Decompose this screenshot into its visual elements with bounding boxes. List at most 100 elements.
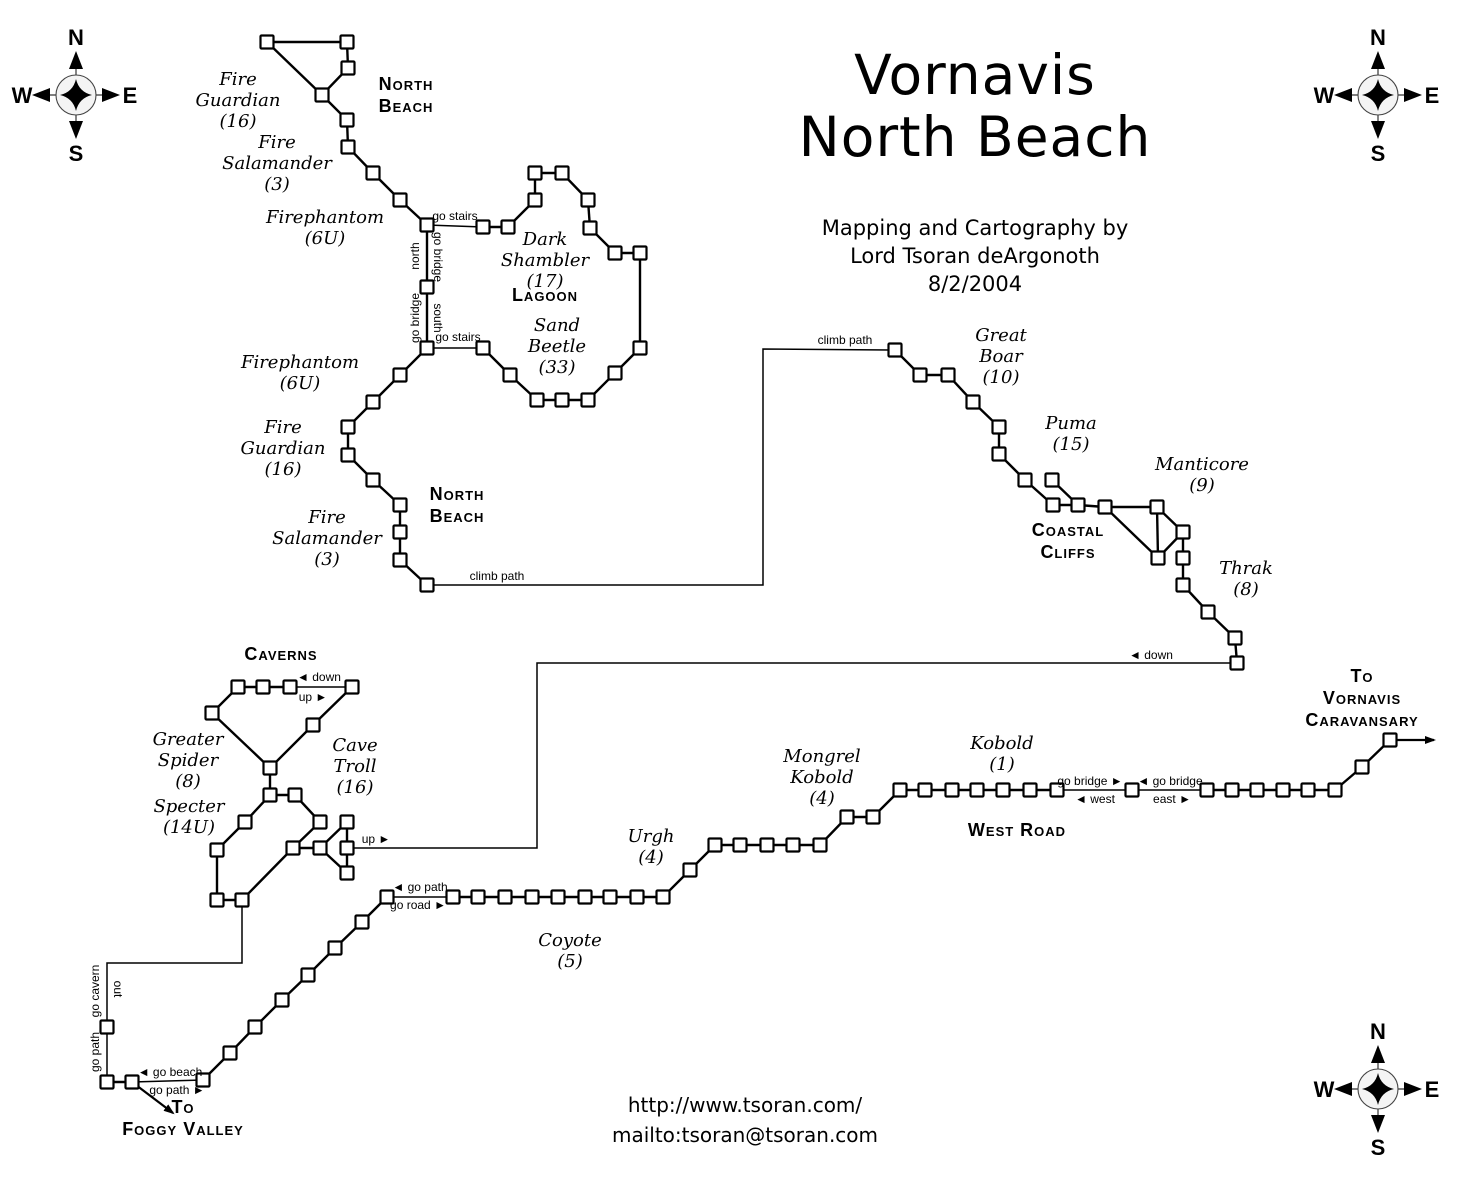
path-label: out [111,981,125,998]
creature-label: Fire [257,132,296,153]
room-node [1070,497,1086,513]
map-edge [266,41,323,96]
room-node [392,192,408,208]
room-node [305,717,321,733]
creature-label: (33) [539,357,576,378]
creature-label: Firephantom [265,207,384,228]
room-node [607,365,623,381]
room-node [99,1019,115,1035]
room-node [865,809,881,825]
creature-label: Fire [218,69,257,90]
footer-mailto: mailto:tsoran@tsoran.com [611,1123,879,1147]
creature-label: Boar [978,346,1024,367]
room-node [354,914,370,930]
room-node [502,367,518,383]
room-node [475,340,491,356]
map-edge [106,900,243,1027]
room-node [344,679,360,695]
room-node [1275,782,1291,798]
room-node [312,814,328,830]
room-node [287,787,303,803]
creature-label: (10) [983,367,1020,388]
room-node [1175,550,1191,566]
credits-line1: Mapping and Cartography by [821,216,1129,240]
room-node [1149,499,1165,515]
map-edge [427,348,896,586]
room-node [785,837,801,853]
room-node [580,192,596,208]
creature-label: Sand [534,315,580,336]
room-node [255,679,271,695]
room-node [1300,782,1316,798]
compass-north-label: N [1370,25,1386,50]
room-node [237,814,253,830]
creature-label: Troll [334,756,377,777]
room-node [812,837,828,853]
creature-label: Spider [158,750,220,771]
path-label: go stairs [435,330,480,344]
creature-label: (16) [265,459,302,480]
room-node [550,889,566,905]
path-label: ◄ down [297,670,341,684]
room-node [607,245,623,261]
map-edge [426,224,484,228]
room-node [209,892,225,908]
creature-label: (8) [175,771,201,792]
path-label: ◄ go beach [138,1065,203,1079]
creature-label: (3) [314,549,340,570]
creature-label: (5) [557,951,583,972]
room-node [419,577,435,593]
room-node [340,419,356,435]
room-node [274,992,290,1008]
room-node [365,165,381,181]
path-label: go stairs [432,209,477,223]
room-node [912,367,928,383]
creature-label: Coyote [538,930,602,951]
map-edge [241,847,294,901]
path-label: ◄ down [1129,648,1173,662]
creature-label: Kobold [969,733,1033,754]
room-node [419,340,435,356]
map-edge [211,712,271,769]
creature-label: (16) [220,111,257,132]
area-label: Coastal [1032,520,1104,540]
creature-label: (1) [989,754,1015,775]
room-node [524,889,540,905]
creature-label: (16) [337,777,374,798]
creature-label: Cave [332,735,377,756]
map-edge [1104,506,1159,559]
room-node [475,219,491,235]
room-node [655,889,671,905]
room-node [327,940,343,956]
creature-label: (9) [1189,475,1215,496]
room-node [392,552,408,568]
area-label: Caverns [244,644,317,664]
path-label: ◄ go path [392,880,447,894]
room-node [1227,630,1243,646]
room-node [577,889,593,905]
room-node [1017,472,1033,488]
area-label: To [171,1097,194,1117]
path-label: go path [88,1032,102,1072]
path-label: climb path [470,569,525,583]
room-node [204,705,220,721]
room-node [282,679,298,695]
creature-label: (8) [1233,579,1259,600]
room-node [944,782,960,798]
path-label: go path ► [149,1083,204,1097]
creature-label: Specter [153,796,225,817]
room-node [759,837,775,853]
creature-label: Guardian [241,438,326,459]
room-node [1045,497,1061,513]
creature-label: (15) [1053,434,1090,455]
room-node [887,342,903,358]
room-node [582,220,598,236]
room-node [339,34,355,50]
path-label: up ► [362,832,391,846]
creature-label: (6U) [280,373,321,394]
room-node [892,782,908,798]
room-node [1200,604,1216,620]
map-edge [347,662,1237,849]
compass-east-label: E [1425,1077,1440,1102]
